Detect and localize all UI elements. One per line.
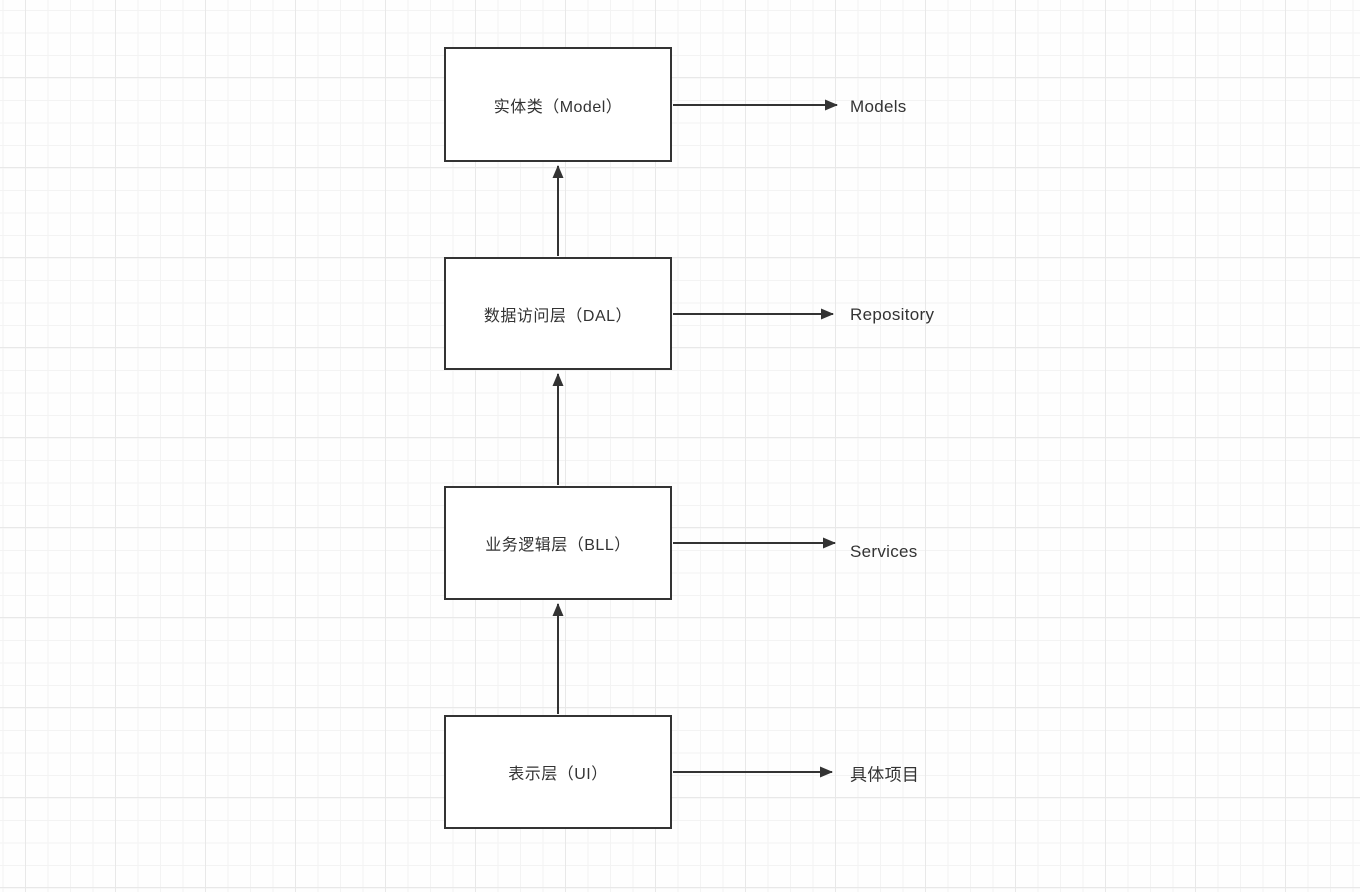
node-model-box[interactable]: 实体类（Model） (444, 47, 672, 162)
node-dal-box[interactable]: 数据访问层（DAL） (444, 257, 672, 370)
node-ui-label: 表示层（UI） (508, 766, 608, 783)
node-bll-label: 业务逻辑层（BLL） (485, 537, 631, 554)
node-model-label: 实体类（Model） (493, 98, 623, 116)
side-label-repository[interactable]: Repository (850, 305, 935, 324)
node-bll-box[interactable]: 业务逻辑层（BLL） (444, 486, 672, 600)
node-dal-label: 数据访问层（DAL） (483, 307, 633, 325)
side-label-models[interactable]: Models (850, 97, 907, 116)
side-label-project[interactable]: 具体项目 (850, 765, 920, 785)
node-ui-box[interactable]: 表示层（UI） (444, 715, 672, 829)
side-label-services[interactable]: Services (850, 542, 918, 561)
